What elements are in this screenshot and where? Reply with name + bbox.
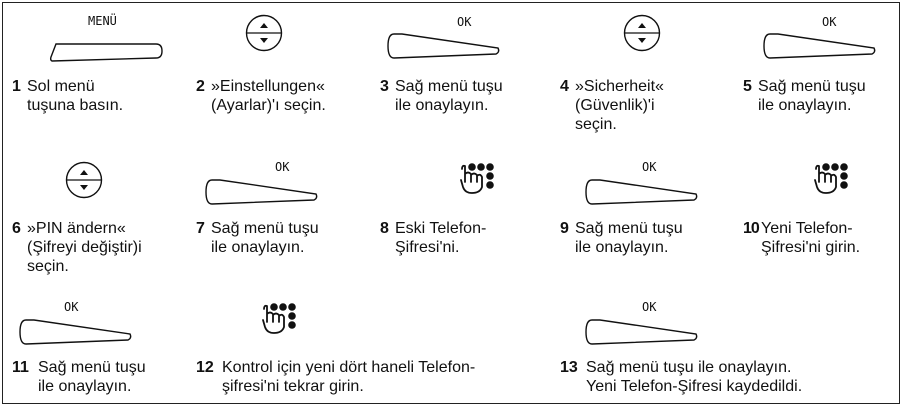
- step-text: »Einstellungen« (Ayarlar)'ı seçin.: [211, 78, 326, 114]
- step-number: 1: [12, 78, 21, 95]
- keypad-icon: [814, 163, 848, 194]
- step-text: Kontrol için yeni dört haneli Telefon- ş…: [222, 359, 476, 395]
- ok-key-label: OK: [642, 300, 657, 314]
- right-ok-key-icon: [585, 179, 698, 205]
- left-menu-key-icon: [49, 43, 163, 62]
- step-number: 12: [196, 359, 214, 376]
- step-text: Eski Telefon- Şifresi'ni.: [395, 220, 487, 256]
- step-text: »Sicherheit« (Güvenlik)'i seçin.: [575, 78, 664, 133]
- step-text: Sağ menü tuşu ile onaylayın.: [38, 359, 146, 395]
- keypad-icon: [460, 163, 494, 194]
- navigation-key-icon: [245, 14, 283, 52]
- step-text: Sağ menü tuşu ile onaylayın.: [395, 78, 503, 114]
- ok-key-label: OK: [64, 300, 79, 314]
- step-number: 2: [196, 78, 205, 95]
- step-text: Yeni Telefon- Şifresi'ni girin.: [761, 220, 861, 256]
- step-number: 5: [743, 78, 752, 95]
- step-number: 10: [743, 220, 760, 237]
- ok-key-label: OK: [275, 160, 290, 174]
- step-text: Sol menü tuşuna basın.: [27, 78, 124, 114]
- step-text: »PIN ändern« (Şifreyi değiştir)i seçin.: [27, 220, 142, 275]
- step-number: 8: [380, 220, 389, 237]
- instruction-panel: [2, 2, 900, 404]
- ok-key-label: OK: [457, 15, 472, 29]
- step-number: 3: [380, 78, 389, 95]
- right-ok-key-icon: [387, 33, 500, 59]
- keypad-icon: [262, 303, 296, 334]
- navigation-key-icon: [623, 14, 661, 52]
- step-number: 7: [196, 220, 205, 237]
- step-text: Sağ menü tuşu ile onaylayın.: [575, 220, 683, 256]
- ok-key-label: OK: [822, 15, 837, 29]
- step-number: 9: [560, 220, 569, 237]
- step-text: Sağ menü tuşu ile onaylayın. Yeni Telefo…: [586, 359, 803, 395]
- right-ok-key-icon: [763, 33, 876, 59]
- step-number: 13: [560, 359, 578, 376]
- menu-key-label: MENÜ: [88, 14, 117, 28]
- step-number: 4: [560, 78, 569, 95]
- navigation-key-icon: [65, 161, 103, 199]
- right-ok-key-icon: [585, 319, 698, 345]
- step-number: 6: [12, 220, 21, 237]
- step-text: Sağ menü tuşu ile onaylayın.: [211, 220, 319, 256]
- right-ok-key-icon: [19, 319, 132, 345]
- step-number: 11: [12, 359, 29, 376]
- step-text: Sağ menü tuşu ile onaylayın.: [758, 78, 866, 114]
- right-ok-key-icon: [205, 179, 318, 205]
- ok-key-label: OK: [642, 160, 657, 174]
